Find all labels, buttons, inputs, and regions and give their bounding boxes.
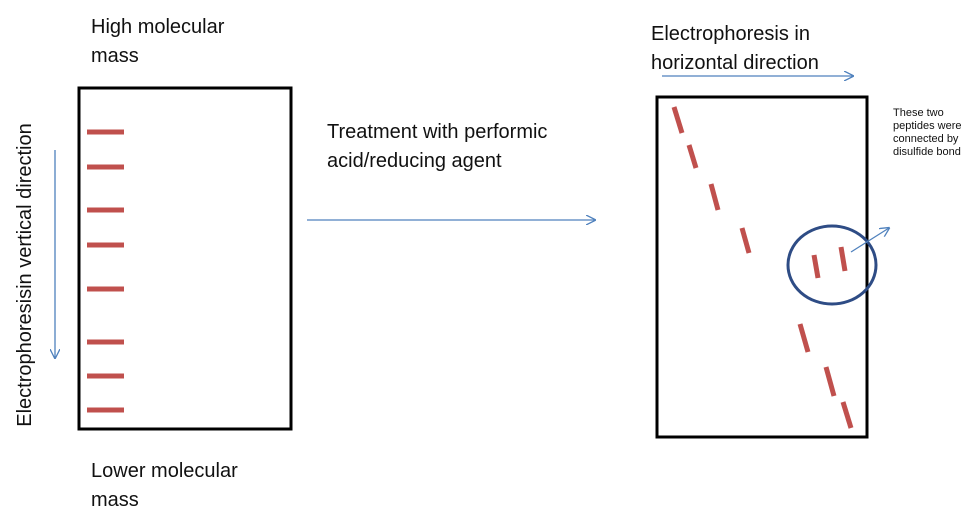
spot xyxy=(838,246,848,272)
lower-mass-label: Lower molecular mass xyxy=(91,460,238,511)
spot xyxy=(797,323,811,353)
highlight-circle xyxy=(786,224,878,306)
treatment-label: Treatment with performic acid/reducing a… xyxy=(327,121,548,172)
diagonal-spots xyxy=(671,106,854,429)
horizontal-direction-label: Electrophoresis in horizontal direction xyxy=(651,23,819,74)
off-diagonal-spots xyxy=(811,246,848,279)
spot xyxy=(739,227,752,254)
second-dimension-gel xyxy=(655,95,869,439)
spot xyxy=(671,106,685,134)
spot xyxy=(840,401,854,429)
annotation-label: These two peptides were connected by dis… xyxy=(893,107,962,158)
spot xyxy=(823,366,837,397)
annotation-arrow xyxy=(850,228,889,253)
first-dimension-bands xyxy=(87,129,124,413)
spot xyxy=(686,144,699,169)
spot xyxy=(708,183,721,211)
vertical-direction-label: Electrophoresisin vertical direction xyxy=(14,123,36,427)
high-mass-label: High molecular mass xyxy=(91,16,225,67)
first-dimension-gel xyxy=(77,86,293,431)
spot xyxy=(811,254,821,279)
